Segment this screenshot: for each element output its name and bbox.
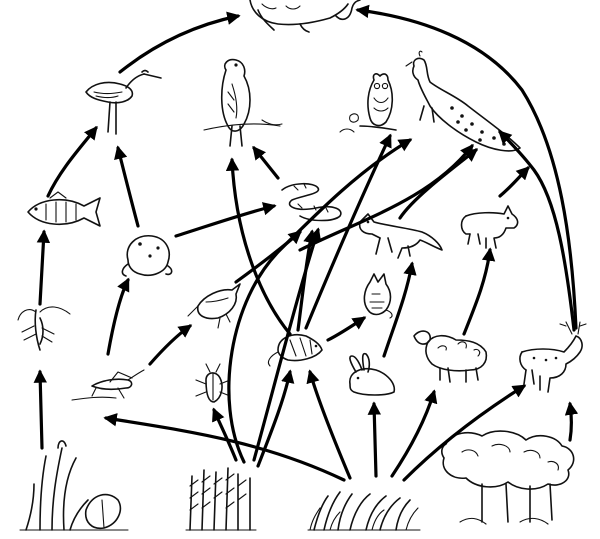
peacock-icon [405,50,521,152]
arrow-crops-to-rat [256,369,295,468]
arrow-grass-to-grasshopper [103,413,346,482]
crops-icon [185,467,257,531]
arrow-grass-to-sheep [390,389,438,478]
sheep-icon [413,330,488,383]
hawk-icon [203,58,283,147]
arrow-frog-to-heron [114,145,140,228]
owl-icon [339,73,397,133]
rabbit-icon [349,352,396,396]
arrow-crops-to-snake [252,227,322,462]
arrow-crops-to-owl [227,138,413,464]
arrow-rat-to-cat [326,316,367,342]
arrow-fish-to-heron [46,125,98,198]
arrow-trees-to-deer [564,401,579,442]
arrow-grasshopper-to-frog [106,277,130,356]
wolf-icon [460,205,519,249]
arrow-deer-to-peacock [498,130,576,332]
snake-icon [281,182,342,222]
fish-icon [27,191,101,227]
arrow-shrimp-to-fish [36,229,51,306]
arrow-grasshopper-to-bird [148,324,193,366]
arrow-crossing-to-peacock [298,143,474,252]
lion-icon [249,0,361,33]
arrow-sheep-to-wolf [462,247,496,336]
arrow-fox-to-peacock [398,148,479,220]
food-web-arrows [33,4,579,482]
arrow-rat-to-hawk [225,157,292,336]
rat-icon [267,334,323,367]
fox-icon [358,213,443,259]
arrow-grass-to-deer [402,384,527,482]
trees-icon [441,430,575,525]
arrow-grass-to-rabbit [367,401,382,478]
arrow-rabbit-to-fox [382,261,417,358]
arrow-grass-to-rat [306,369,352,480]
beetle-icon [195,363,231,403]
arrow-heron-to-lion [118,11,241,74]
arrow-snake-to-hawk [252,145,280,180]
water-plants-icon [19,440,129,531]
arrow-wolf-branch [498,166,530,198]
grasshopper-icon [71,369,145,401]
grass-icon [307,491,421,531]
small-bird-icon [187,283,241,329]
arrow-deer-to-lion [355,4,578,330]
frog-icon [121,235,173,277]
heron-icon [85,69,162,135]
arrow-frog-to-snake [174,202,277,238]
deer-icon [519,321,587,393]
arrow-crops-to-beetle [212,407,238,462]
shrimp-icon [17,306,71,351]
wild-cat-icon [363,273,393,319]
arrow-water-plants-to-shrimp [33,369,48,450]
